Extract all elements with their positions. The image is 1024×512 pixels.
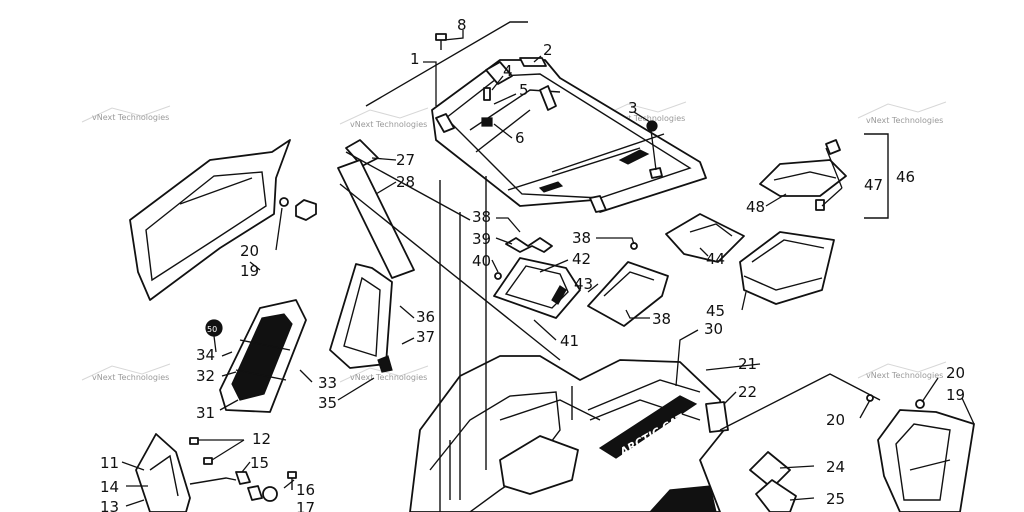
callout-42: 42 bbox=[572, 250, 591, 268]
callout-8: 8 bbox=[457, 16, 467, 34]
bracket-plate bbox=[493, 237, 581, 319]
rear-rack bbox=[365, 21, 707, 213]
watermark: vNext Technologies bbox=[857, 361, 947, 380]
svg-text:50: 50 bbox=[207, 325, 217, 334]
right-front-fender bbox=[866, 394, 975, 512]
decals-27-28 bbox=[337, 139, 561, 361]
callout-32: 32 bbox=[196, 367, 215, 385]
assembly-lines bbox=[439, 176, 881, 512]
mudflap-with-graphics: 50 bbox=[205, 299, 307, 413]
callout-40: 40 bbox=[472, 252, 491, 270]
callout-28: 28 bbox=[396, 173, 415, 191]
callout-2: 2 bbox=[543, 41, 553, 59]
callout-5: 5 bbox=[519, 81, 529, 99]
callout-39: 39 bbox=[472, 230, 491, 248]
callout-41: 41 bbox=[560, 332, 579, 350]
callout-17: 17 bbox=[296, 499, 315, 512]
callout-20c: 20 bbox=[826, 411, 845, 429]
watermark: vNext Technologies bbox=[81, 363, 171, 382]
hardware-top bbox=[435, 33, 658, 132]
callout-11: 11 bbox=[100, 454, 119, 472]
svg-text:vNext Technologies: vNext Technologies bbox=[92, 373, 169, 382]
callout-46: 46 bbox=[896, 168, 915, 186]
callout-34: 34 bbox=[196, 346, 215, 364]
svg-text:vNext Technologies: vNext Technologies bbox=[866, 371, 943, 380]
callout-20b: 20 bbox=[946, 364, 965, 382]
svg-text:vNext Technologies: vNext Technologies bbox=[92, 113, 169, 122]
callout-38: 38 bbox=[472, 208, 491, 226]
callout-1: 1 bbox=[410, 50, 420, 68]
callout-38b: 38 bbox=[572, 229, 591, 247]
callout-3: 3 bbox=[628, 99, 638, 117]
callout-33: 33 bbox=[318, 374, 337, 392]
badge-50: 50 bbox=[205, 319, 223, 337]
callout-19: 19 bbox=[240, 262, 259, 280]
watermark: vNext Technologies bbox=[339, 107, 429, 129]
watermarks: vNext Technologies vNext Technologies vN… bbox=[81, 101, 947, 383]
callout-44: 44 bbox=[706, 250, 725, 268]
callout-4: 4 bbox=[503, 62, 513, 80]
callout-22: 22 bbox=[738, 383, 757, 401]
storage-box-45 bbox=[739, 231, 835, 305]
storage-cover-44 bbox=[665, 213, 745, 263]
callout-16: 16 bbox=[296, 481, 315, 499]
cap-assembly bbox=[759, 133, 889, 219]
callout-31: 31 bbox=[196, 404, 215, 422]
decals-24-25 bbox=[749, 451, 797, 512]
left-front-fender bbox=[129, 139, 317, 301]
callout-25: 25 bbox=[826, 490, 845, 508]
svg-text:vNext Technologies: vNext Technologies bbox=[350, 120, 427, 129]
svg-text:vNext Technologies: vNext Technologies bbox=[866, 116, 943, 125]
callout-37: 37 bbox=[416, 328, 435, 346]
callout-35: 35 bbox=[318, 394, 337, 412]
watermark: vNext Technologies bbox=[857, 101, 947, 125]
svg-text:vNext Technologies: vNext Technologies bbox=[350, 373, 427, 382]
callout-13: 13 bbox=[100, 498, 119, 512]
main-body-cover: ARCTIC CAT bbox=[409, 355, 729, 512]
inner-flap-35 bbox=[329, 263, 393, 373]
svg-text:vNext Technologies: vNext Technologies bbox=[608, 114, 685, 123]
callout-27: 27 bbox=[396, 151, 415, 169]
plate-43 bbox=[587, 242, 669, 327]
callout-6: 6 bbox=[515, 129, 525, 147]
callout-47: 47 bbox=[864, 176, 883, 194]
callout-14: 14 bbox=[100, 478, 119, 496]
callout-21: 21 bbox=[738, 355, 757, 373]
callout-labels: 8 1 2 4 5 6 3 27 28 20 19 34 32 31 33 35… bbox=[100, 16, 965, 512]
leader-lines bbox=[121, 30, 975, 507]
watermark: vNext Technologies bbox=[81, 105, 171, 123]
callout-48: 48 bbox=[746, 198, 765, 216]
callout-24: 24 bbox=[826, 458, 845, 476]
callout-15: 15 bbox=[250, 454, 269, 472]
callout-43: 43 bbox=[574, 275, 593, 293]
callout-19b: 19 bbox=[946, 386, 965, 404]
callout-36: 36 bbox=[416, 308, 435, 326]
callout-38c: 38 bbox=[652, 310, 671, 328]
callout-30: 30 bbox=[704, 320, 723, 338]
callout-45: 45 bbox=[706, 302, 725, 320]
lower-left-panel bbox=[135, 433, 297, 512]
callout-12: 12 bbox=[252, 430, 271, 448]
callout-20: 20 bbox=[240, 242, 259, 260]
